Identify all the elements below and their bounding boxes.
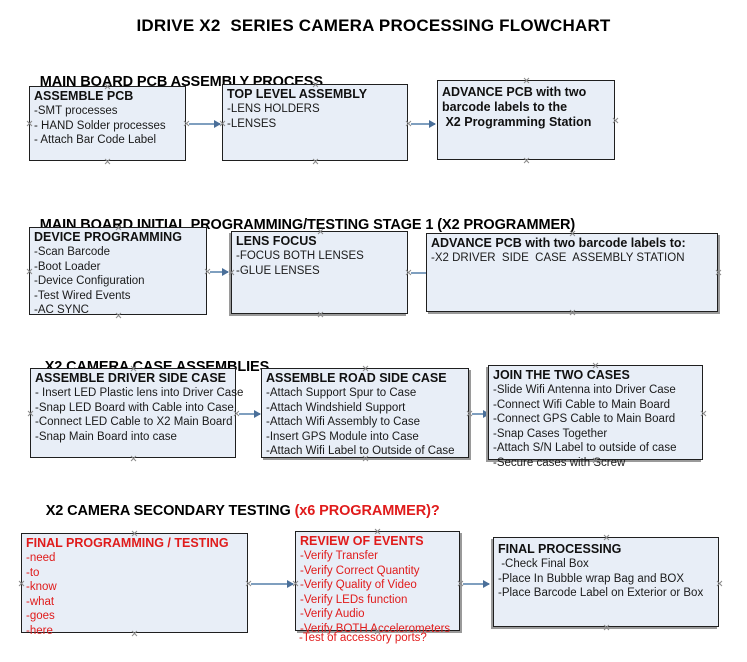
box-heading: FINAL PROCESSING — [498, 542, 622, 556]
box-line: -Snap LED Board with Cable into Case — [35, 401, 234, 414]
box-line: - HAND Solder processes — [34, 119, 166, 132]
box-line: -Secure cases with Screw — [493, 456, 626, 469]
flow-box-final-programming-testing[interactable]: FINAL PROGRAMMING / TESTING -need -to -k… — [21, 533, 248, 637]
box-line: - Attach Bar Code Label — [34, 134, 157, 146]
box-line: -Connect LED Cable to X2 Main Board — [35, 416, 233, 428]
flow-box-review-of-events[interactable]: REVIEW OF EVENTS -Verify Transfer -Verif… — [295, 531, 460, 635]
box-line: -GLUE LENSES — [236, 264, 320, 277]
box-line: -Connect Wifi Cable to Main Board — [493, 398, 671, 411]
page-title: IDRIVE X2 SERIES CAMERA PROCESSING FLOWC… — [136, 16, 611, 35]
box-line: -Connect GPS Cable to Main Board — [493, 413, 676, 425]
box-heading: ASSEMBLE DRIVER SIDE CASE — [35, 371, 227, 385]
box-heading: ASSEMBLE PCB — [34, 89, 134, 103]
box-line: -know — [26, 581, 57, 593]
box-line: barcode labels to the — [442, 100, 568, 114]
connector-arrow — [251, 580, 294, 588]
flow-box-assemble-pcb[interactable]: ASSEMBLE PCB -SMT processes - HAND Solde… — [29, 86, 186, 161]
flow-box-device-programming[interactable]: DEVICE PROGRAMMING -Scan Barcode -Boot L… — [29, 227, 207, 316]
box-line: -Insert GPS Module into Case — [266, 430, 419, 443]
box-line: X2 Programming Station — [442, 115, 592, 129]
flow-box-advance-pcb-programming-station[interactable]: ADVANCE PCB with two barcode labels to t… — [437, 80, 615, 160]
flow-box-top-level-assembly[interactable]: TOP LEVEL ASSEMBLY -LENS HOLDERS -LENSES — [222, 84, 408, 161]
box-line: -Verify Audio — [300, 608, 365, 620]
box-heading: ADVANCE PCB with two barcode labels to: — [431, 236, 686, 250]
connector-arrow — [472, 410, 490, 418]
connector-arrow — [239, 410, 261, 418]
box-line: -FOCUS BOTH LENSES — [236, 250, 364, 262]
box-line: - Insert LED Plastic lens into Driver Ca… — [35, 387, 244, 399]
box-heading: REVIEW OF EVENTS — [300, 534, 424, 548]
box-line: -goes — [26, 610, 55, 622]
box-line: -Slide Wifi Antenna into Driver Case — [493, 384, 676, 396]
flow-box-assemble-road-side-case[interactable]: ASSEMBLE ROAD SIDE CASE -Attach Support … — [261, 368, 469, 458]
box-heading: LENS FOCUS — [236, 234, 317, 248]
box-line: -to — [26, 566, 40, 579]
flow-box-advance-pcb-driver-side-case[interactable]: ADVANCE PCB with two barcode labels to: … — [426, 233, 718, 312]
connector-arrow — [463, 580, 490, 588]
box-line: -Scan Barcode — [34, 246, 111, 258]
box-heading: DEVICE PROGRAMMING — [34, 230, 182, 244]
box-line: -Check Final Box — [498, 558, 589, 570]
box-line: -Place Barcode Label on Exterior or Box — [498, 587, 704, 599]
box-heading: ADVANCE PCB with two — [442, 85, 587, 99]
box-line: -AC SYNC — [34, 304, 89, 316]
box-line: -Attach Wifi Label to Outside of Case — [266, 445, 455, 457]
box-line: -here — [26, 624, 53, 637]
box-line: -Snap Main Board into case — [35, 430, 177, 443]
box-line: -Attach Windshield Support — [266, 401, 406, 414]
box-line: -Verify LEDs function — [300, 593, 408, 606]
box-line: -Attach S/N Label to outside of case — [493, 442, 677, 454]
box-line: -LENSES — [227, 117, 277, 130]
box-line: -Verify BOTH Accelerometers — [300, 622, 451, 635]
box-line: -SMT processes — [34, 105, 118, 117]
box-overflow-line: -Test of accessory ports? — [299, 632, 427, 644]
connector-arrow — [189, 120, 221, 128]
box-line: -Verify Transfer — [300, 550, 378, 562]
section-heading-x2-camera-secondary-testing: X2 CAMERA SECONDARY TESTING (x6 PROGRAMM… — [30, 487, 440, 535]
flow-box-assemble-driver-side-case[interactable]: ASSEMBLE DRIVER SIDE CASE - Insert LED P… — [30, 368, 244, 458]
box-line: -Verify Quality of Video — [300, 579, 417, 591]
box-heading: ASSEMBLE ROAD SIDE CASE — [266, 371, 447, 385]
flow-box-join-the-two-cases[interactable]: JOIN THE TWO CASES -Slide Wifi Antenna i… — [488, 365, 703, 469]
box-line: -Verify Correct Quantity — [300, 564, 420, 577]
box-heading: JOIN THE TWO CASES — [493, 368, 630, 382]
section-heading-text: X2 CAMERA SECONDARY TESTING — [45, 503, 295, 519]
flow-box-final-processing[interactable]: FINAL PROCESSING -Check Final Box -Place… — [493, 537, 719, 627]
flow-box-lens-focus[interactable]: LENS FOCUS -FOCUS BOTH LENSES -GLUE LENS… — [231, 231, 408, 314]
box-line: -LENS HOLDERS — [227, 103, 320, 115]
box-line: -Device Configuration — [34, 275, 145, 287]
box-line: -Boot Loader — [34, 260, 101, 273]
box-line: -need — [26, 552, 56, 564]
box-line: -Snap Cases Together — [493, 427, 608, 440]
connector-arrow — [210, 268, 229, 276]
box-heading: FINAL PROGRAMMING / TESTING — [26, 536, 229, 550]
box-line: -X2 DRIVER SIDE CASE ASSEMBLY STATION — [431, 252, 685, 264]
box-line: -Attach Support Spur to Case — [266, 387, 417, 399]
box-line: -Attach Wifi Assembly to Case — [266, 416, 421, 428]
box-line: -Test Wired Events — [34, 289, 131, 302]
box-line: -what — [26, 595, 55, 608]
box-heading: TOP LEVEL ASSEMBLY — [227, 87, 368, 101]
box-line: -Place In Bubble wrap Bag and BOX — [498, 572, 685, 585]
connector-arrow — [411, 120, 436, 128]
section-heading-accent: (x6 PROGRAMMER)? — [294, 503, 440, 519]
